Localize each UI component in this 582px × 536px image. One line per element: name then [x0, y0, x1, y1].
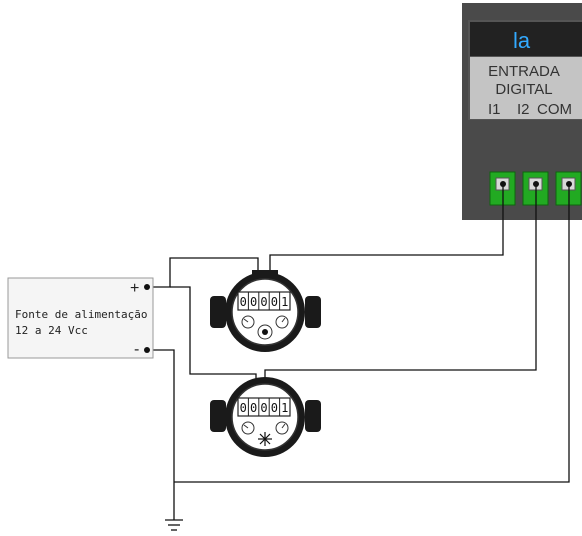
ground-icon [165, 519, 183, 531]
wire-plus-meter1 [148, 257, 259, 288]
meter-1-flow-indicator [262, 329, 268, 335]
terminal-label-com: COM [537, 101, 572, 118]
meter-2-flow-indicator [258, 432, 272, 446]
meter-2-digit-2: 0 [250, 401, 257, 415]
power-supply-line1: Fonte de alimentação [15, 308, 147, 321]
wire-minus-ground [148, 349, 175, 520]
water-meter-1: 0 0 0 0 1 [210, 270, 321, 352]
digital-input-module: la ENTRADA DIGITAL I1 I2 COM [462, 3, 582, 220]
wire-i1 [269, 185, 504, 270]
meter-2-left-fitting [210, 400, 226, 432]
minus-terminal-dot [144, 347, 150, 353]
meter-2-sub-dials [241, 421, 289, 435]
meter-2-digit-5: 1 [281, 401, 288, 415]
power-supply: Fonte de alimentação 12 a 24 Vcc + - [7, 277, 154, 359]
terminal-label-i2: I2 [517, 101, 530, 118]
terminal-label-i1: I1 [488, 101, 501, 118]
meter-2-digit-4: 0 [271, 401, 278, 415]
meter-1-right-fitting [305, 296, 321, 328]
module-label: la [513, 28, 531, 53]
meter-2-digit-1: 0 [240, 401, 247, 415]
power-supply-line2: 12 a 24 Vcc [15, 324, 88, 337]
meter-1-digit-1: 0 [240, 295, 247, 309]
meter-1-digit-3: 0 [260, 295, 267, 309]
module-panel [470, 57, 582, 119]
meter-2-digit-3: 0 [260, 401, 267, 415]
wires [148, 185, 570, 520]
meter-1-digit-2: 0 [250, 295, 257, 309]
power-supply-box [7, 277, 154, 359]
wire-com [174, 185, 570, 483]
meter-2-counter: 0 0 0 0 1 [237, 397, 291, 417]
terminal-dot-i1 [500, 181, 506, 187]
meter-1-left-fitting [210, 296, 226, 328]
plus-terminal-dot [144, 284, 150, 290]
module-title-line1: ENTRADA [488, 63, 560, 80]
power-supply-minus: - [134, 341, 139, 358]
meter-1-digit-4: 0 [271, 295, 278, 309]
wire-plus-meter2 [170, 286, 257, 382]
water-meter-2: 0 0 0 0 1 [210, 377, 321, 457]
meter-1-digit-5: 1 [281, 295, 288, 309]
meter-1-sub-dials [241, 315, 289, 340]
module-label-bar [470, 22, 582, 56]
power-supply-plus: + [130, 280, 139, 297]
wire-i2 [264, 185, 537, 382]
meter-1-counter: 0 0 0 0 1 [237, 291, 291, 311]
module-title-line2: DIGITAL [495, 81, 552, 98]
terminal-dot-com [566, 181, 572, 187]
meter-2-right-fitting [305, 400, 321, 432]
terminal-dot-i2 [533, 181, 539, 187]
